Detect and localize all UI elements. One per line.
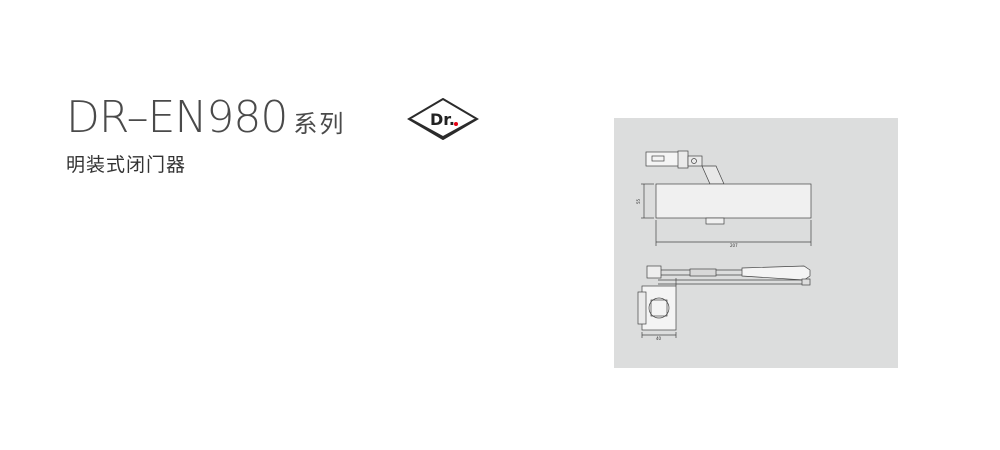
arm-pivot (677, 150, 689, 169)
arm-link (701, 165, 725, 185)
dim-width-label: 40 (656, 336, 662, 341)
dim-height-label: 55 (636, 198, 641, 204)
series-label: 系列 (293, 110, 346, 138)
closer-spindle (705, 217, 725, 225)
dr-diamond-icon: Dr. (407, 97, 479, 141)
technical-drawing-panel: 55 207 40 (614, 118, 898, 368)
product-subtitle: 明装式闭门器 (66, 154, 187, 176)
lower-shoe (646, 265, 662, 279)
logo-text: Dr. (430, 110, 455, 129)
pivot-circle (691, 158, 697, 164)
door-closer-drawing: 55 207 40 (636, 150, 812, 341)
logo-dot (454, 122, 458, 126)
spindle-square (650, 299, 668, 317)
main-arm (741, 265, 811, 281)
arm-adjuster (689, 268, 717, 277)
arm-slot (651, 155, 665, 162)
dim-length-label: 207 (730, 243, 738, 248)
model-title: DR–EN980 (66, 92, 288, 143)
spindle-circle (648, 297, 670, 319)
dr-brand-logo: Dr. (406, 97, 480, 141)
closer-body (655, 183, 812, 219)
arm-shoe (645, 151, 681, 167)
mounting-bracket (641, 285, 677, 331)
arm-block (687, 155, 703, 167)
